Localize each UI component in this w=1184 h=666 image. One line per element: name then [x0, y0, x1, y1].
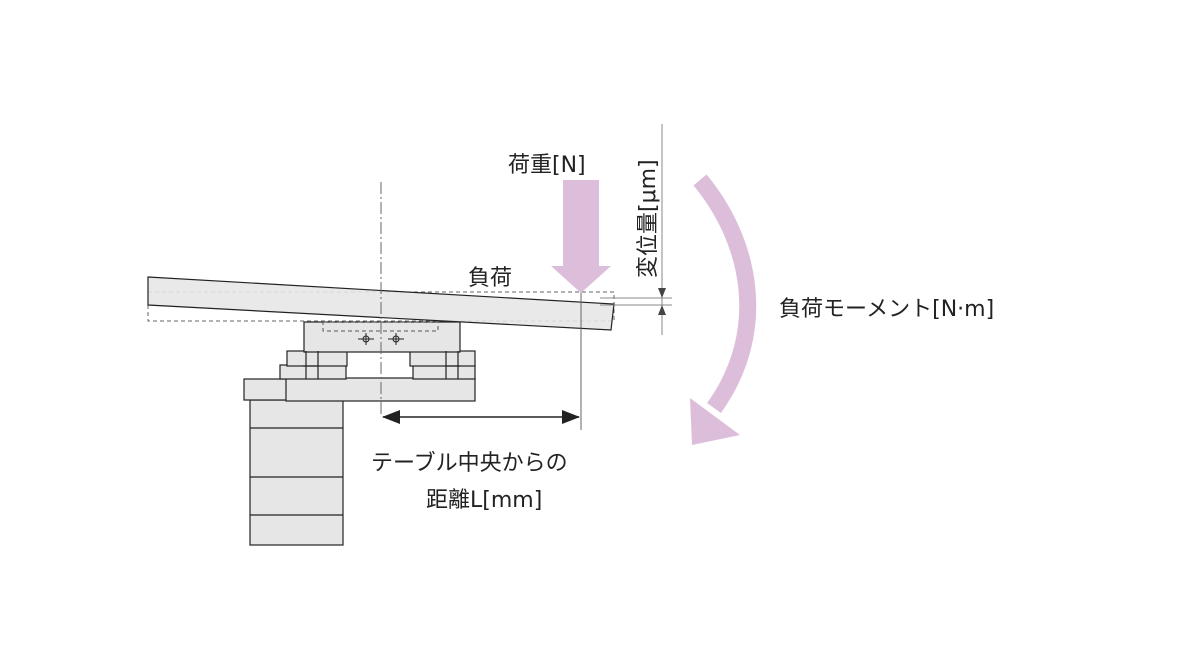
distance-arrow-left [382, 410, 400, 424]
load-moment-arrowhead [690, 398, 740, 445]
right-rail-upper [409, 350, 476, 367]
load-moment-label: 負荷モーメント[N·m] [779, 297, 994, 322]
load-label: 負荷 [468, 266, 512, 291]
distance-arrow-right [562, 410, 580, 424]
left-rail-lower [279, 364, 347, 380]
distance-label-line2: 距離L[mm] [426, 488, 542, 513]
load-force-label: 荷重[N] [508, 153, 586, 178]
displacement-label: 変位量[μm] [636, 159, 661, 278]
carriage-block [303, 321, 461, 353]
motor [249, 399, 344, 546]
left-rail-upper [286, 350, 348, 367]
load-moment-arc [693, 174, 757, 413]
screw-holes [358, 333, 404, 345]
motor-flange [243, 378, 291, 401]
right-rail-lower [412, 364, 476, 380]
stage-base [243, 321, 476, 402]
displacement-arrow-top [658, 288, 666, 298]
displacement-dimension [600, 124, 672, 335]
motor-body [249, 399, 344, 546]
displacement-arrow-bottom [658, 305, 666, 315]
distance-label-line1: テーブル中央からの [371, 451, 568, 476]
load-force-arrow [551, 180, 611, 293]
